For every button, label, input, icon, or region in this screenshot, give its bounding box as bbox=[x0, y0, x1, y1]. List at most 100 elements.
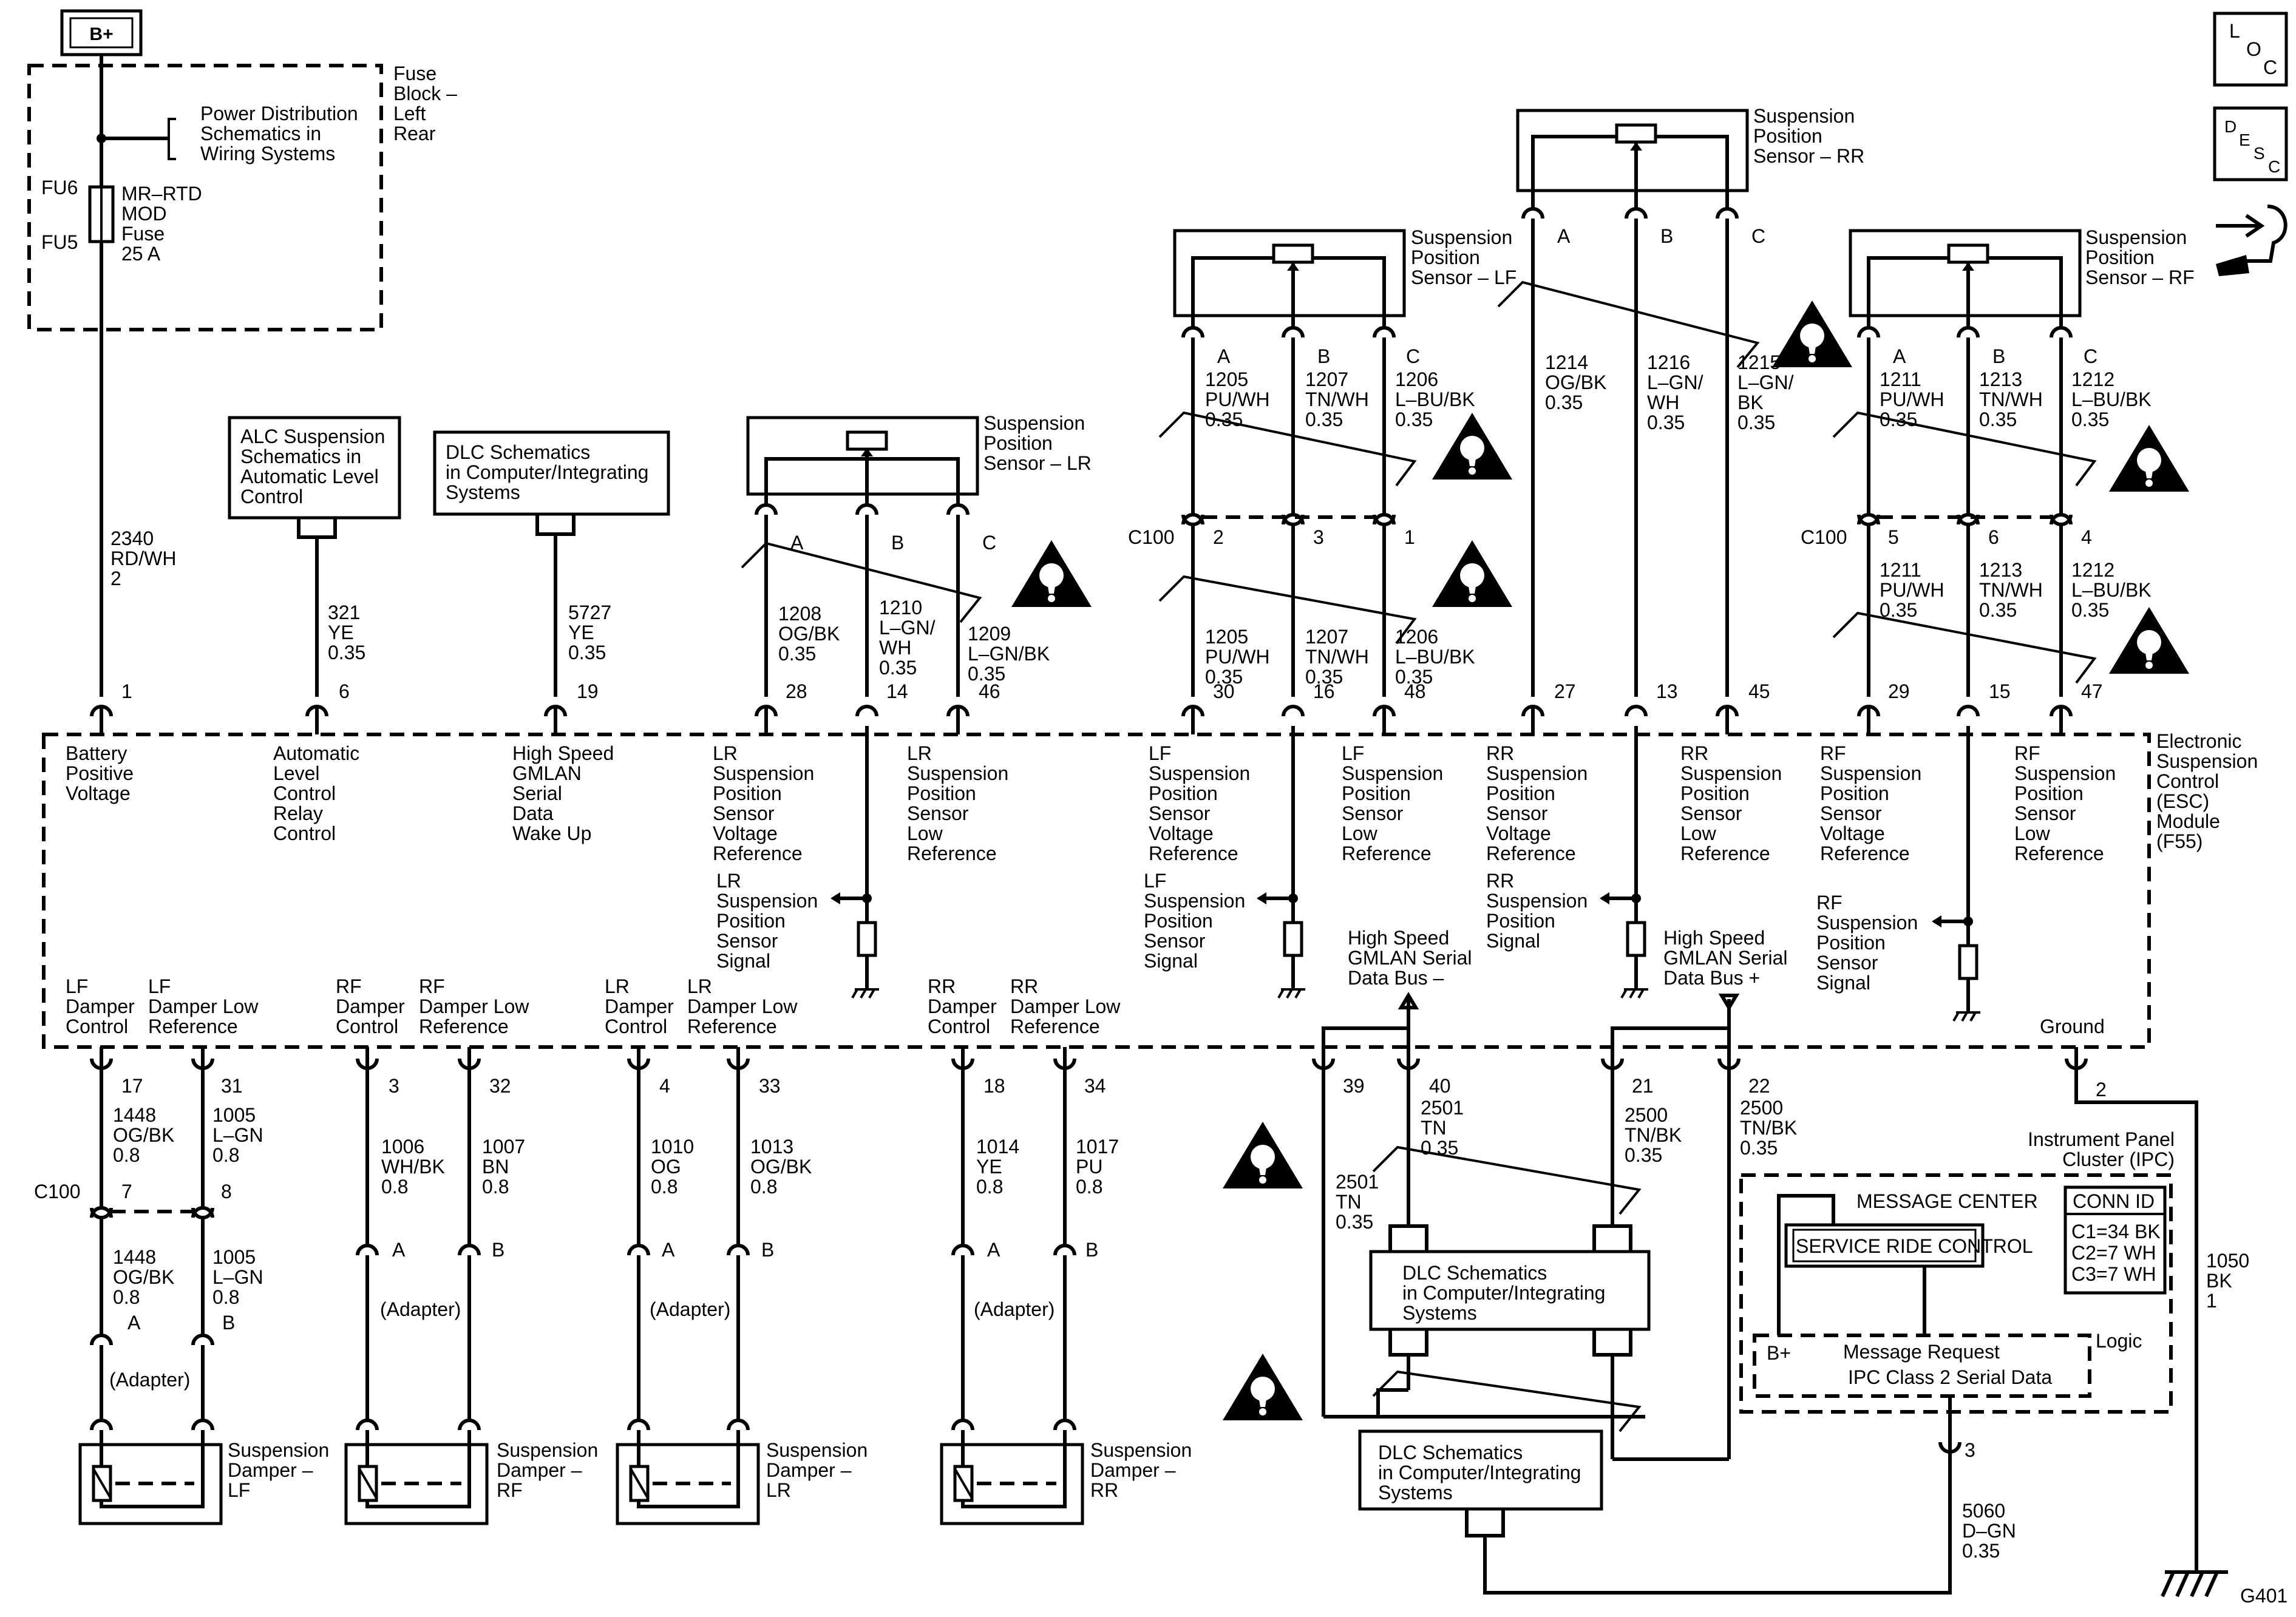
svg-text:1212: 1212 bbox=[2071, 368, 2114, 390]
svg-text:1: 1 bbox=[2206, 1290, 2217, 1312]
svg-text:LF: LF bbox=[148, 975, 171, 997]
svg-text:17: 17 bbox=[121, 1075, 143, 1097]
svg-text:A: A bbox=[392, 1239, 406, 1261]
svg-text:Damper: Damper bbox=[928, 995, 997, 1017]
svg-text:Reference: Reference bbox=[148, 1015, 238, 1037]
signal-circuit-lf bbox=[1257, 726, 1305, 998]
svg-text:2340: 2340 bbox=[110, 527, 154, 549]
position-sensor-lr: Suspension Position Sensor – LR bbox=[746, 412, 1092, 496]
svg-text:1213: 1213 bbox=[1979, 368, 2022, 390]
label-rr-damper-control: RR Damper Control bbox=[928, 975, 997, 1037]
svg-text:LR: LR bbox=[716, 870, 741, 892]
svg-text:Reference: Reference bbox=[1149, 842, 1238, 864]
svg-text:Module: Module bbox=[2156, 810, 2220, 832]
svg-text:Sensor: Sensor bbox=[716, 930, 778, 952]
wire-5060-label: 5060 D–GN 0.35 bbox=[1962, 1500, 2016, 1562]
svg-text:in Computer/Integrating: in Computer/Integrating bbox=[1378, 1462, 1581, 1483]
svg-text:Position: Position bbox=[983, 432, 1053, 454]
svg-text:Control: Control bbox=[273, 782, 336, 804]
svg-text:Data Bus +: Data Bus + bbox=[1663, 967, 1760, 989]
svg-text:Suspension: Suspension bbox=[1342, 762, 1443, 784]
c100-label: C100 bbox=[1801, 526, 1847, 548]
svg-text:C3=7 WH: C3=7 WH bbox=[2071, 1263, 2156, 1285]
svg-text:Suspension: Suspension bbox=[907, 762, 1008, 784]
svg-text:DLC Schematics: DLC Schematics bbox=[1378, 1442, 1523, 1463]
svg-text:Reference: Reference bbox=[1680, 842, 1770, 864]
svg-text:Position: Position bbox=[1411, 246, 1480, 268]
svg-text:C1=34 BK: C1=34 BK bbox=[2071, 1221, 2161, 1242]
svg-text:Sensor – LR: Sensor – LR bbox=[983, 452, 1092, 474]
svg-text:0.35: 0.35 bbox=[2071, 408, 2109, 430]
fu6-label: FU6 bbox=[41, 177, 78, 198]
damper-lr: Suspension Damper – LR bbox=[616, 1430, 868, 1525]
svg-text:LF: LF bbox=[1144, 870, 1166, 892]
svg-text:Data: Data bbox=[512, 802, 554, 824]
module-top-pins bbox=[90, 705, 2073, 734]
c100-label: C100 bbox=[34, 1181, 81, 1202]
warning-icon bbox=[1432, 413, 1512, 480]
svg-text:1005: 1005 bbox=[212, 1104, 256, 1126]
svg-text:Control: Control bbox=[66, 1015, 128, 1037]
wire-5727-label: 5727 YE 0.35 bbox=[568, 602, 611, 663]
svg-text:RR: RR bbox=[1010, 975, 1038, 997]
svg-text:RF: RF bbox=[1820, 742, 1846, 764]
class2-label: IPC Class 2 Serial Data bbox=[1848, 1366, 2052, 1388]
svg-text:16: 16 bbox=[1313, 680, 1335, 702]
svg-text:Systems: Systems bbox=[1402, 1302, 1477, 1324]
svg-text:TN/BK: TN/BK bbox=[1625, 1124, 1682, 1146]
svg-text:RF: RF bbox=[336, 975, 362, 997]
dlc-reference-box-top: DLC Schematics in Computer/Integrating S… bbox=[433, 430, 670, 536]
esc-module-name: Electronic Suspension Control (ESC) Modu… bbox=[2156, 730, 2258, 852]
svg-text:1007: 1007 bbox=[482, 1136, 525, 1158]
svg-text:BN: BN bbox=[482, 1156, 509, 1178]
svg-text:Voltage: Voltage bbox=[713, 822, 778, 844]
svg-text:YE: YE bbox=[568, 622, 594, 643]
svg-text:Battery: Battery bbox=[66, 742, 127, 764]
damper-rf: Suspension Damper – RF bbox=[344, 1430, 598, 1525]
svg-text:C: C bbox=[2268, 157, 2280, 176]
svg-text:Sensor: Sensor bbox=[2014, 802, 2076, 824]
svg-text:321: 321 bbox=[328, 602, 360, 623]
svg-text:L–GN/: L–GN/ bbox=[879, 617, 936, 639]
svg-text:18: 18 bbox=[983, 1075, 1005, 1097]
lr-pin-b: B bbox=[891, 532, 904, 554]
warning-icon bbox=[1772, 300, 1852, 367]
svg-text:3: 3 bbox=[389, 1075, 399, 1097]
wire-1013-label: 1013 OG/BK 0.8 bbox=[750, 1136, 812, 1198]
svg-text:0.8: 0.8 bbox=[976, 1176, 1003, 1198]
svg-text:Suspension: Suspension bbox=[1411, 226, 1512, 248]
warning-icon bbox=[1223, 1122, 1303, 1188]
twisted-pair-marker bbox=[1158, 411, 1417, 487]
svg-text:1014: 1014 bbox=[976, 1136, 1019, 1158]
svg-text:Fuse: Fuse bbox=[393, 63, 436, 84]
svg-text:0.35: 0.35 bbox=[1625, 1144, 1662, 1166]
svg-text:WH: WH bbox=[879, 637, 911, 659]
svg-text:Sensor: Sensor bbox=[907, 802, 969, 824]
svg-text:0.35: 0.35 bbox=[1979, 599, 2017, 621]
svg-text:PU: PU bbox=[1076, 1156, 1102, 1178]
svg-text:29: 29 bbox=[1888, 680, 1910, 702]
svg-text:CONN ID: CONN ID bbox=[2073, 1190, 2155, 1212]
wire-2501-40-label: 2501 TN 0.35 bbox=[1421, 1097, 1464, 1159]
svg-text:1209: 1209 bbox=[968, 623, 1011, 645]
conn-id-table: CONN ID C1=34 BK C2=7 WH C3=7 WH bbox=[2063, 1185, 2167, 1295]
svg-text:Data Bus –: Data Bus – bbox=[1348, 967, 1444, 989]
svg-text:0.8: 0.8 bbox=[212, 1144, 239, 1166]
svg-text:25 A: 25 A bbox=[121, 243, 161, 265]
wire-1207-upper-label: 1207 TN/WH 0.35 bbox=[1305, 368, 1369, 430]
svg-text:OG/BK: OG/BK bbox=[778, 623, 840, 645]
lr-pin-a: A bbox=[790, 532, 804, 554]
svg-text:Sensor: Sensor bbox=[1680, 802, 1742, 824]
svg-text:31: 31 bbox=[221, 1075, 243, 1097]
svg-text:2: 2 bbox=[2096, 1079, 2107, 1100]
logic-outline bbox=[1753, 1334, 2091, 1398]
svg-text:1208: 1208 bbox=[778, 603, 821, 625]
svg-text:RR: RR bbox=[1486, 742, 1514, 764]
svg-text:DLC Schematics: DLC Schematics bbox=[446, 441, 590, 463]
adapter-label: (Adapter) bbox=[380, 1298, 461, 1320]
position-sensor-rr: Suspension Position Sensor – RR bbox=[1516, 105, 1864, 192]
svg-text:0.35: 0.35 bbox=[2071, 599, 2109, 621]
wire-2501-39-label: 2501 TN 0.35 bbox=[1336, 1171, 1379, 1233]
svg-text:1010: 1010 bbox=[651, 1136, 694, 1158]
wire-1014-label: 1014 YE 0.8 bbox=[976, 1136, 1019, 1198]
